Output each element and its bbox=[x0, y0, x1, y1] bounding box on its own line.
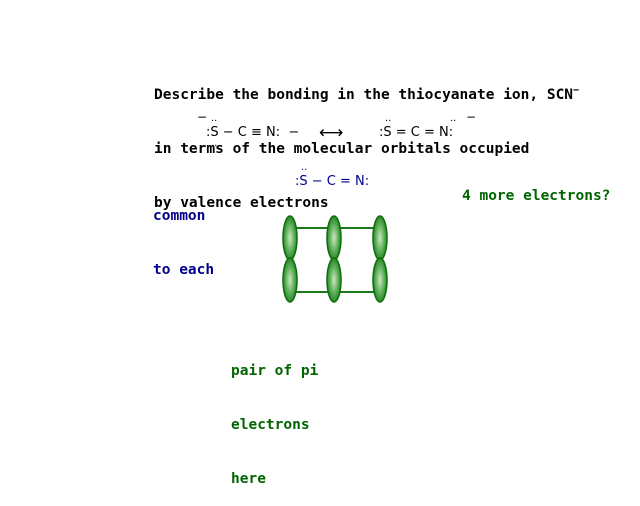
pi-electrons-label: pair of pi electrons here bbox=[231, 326, 318, 506]
structure-a-formula: :S − C ≡ N: − bbox=[206, 125, 300, 140]
structure-a-lone-pair-top: .. bbox=[211, 113, 218, 124]
structure-a-lone-pair-bottom: .. bbox=[211, 138, 218, 149]
structure-b-lone-pair-n: .. bbox=[450, 113, 457, 124]
resonance-arrow: ⟷ bbox=[319, 123, 344, 143]
structure-b-lone-pair-s: .. bbox=[385, 113, 392, 124]
orbital-lobe-n-bottom bbox=[372, 257, 388, 303]
pi-label-line-2: electrons bbox=[231, 417, 310, 433]
common-structure-lone-pair: .. bbox=[301, 162, 308, 173]
pi-label-line-3: here bbox=[231, 471, 266, 487]
orbital-lobe-n-top bbox=[372, 215, 388, 261]
common-structure-formula: :S − C = N: bbox=[295, 174, 370, 189]
orbital-lobe-s-bottom bbox=[282, 257, 298, 303]
structure-b-right-charge: − bbox=[466, 110, 477, 124]
structure-b-formula: :S = C = N: bbox=[379, 125, 454, 140]
question-line-2: in terms of the molecular orbitals occup… bbox=[154, 140, 530, 157]
question-line-3: by valence electrons bbox=[154, 194, 329, 211]
more-electrons-label: 4 more electrons? bbox=[462, 188, 611, 204]
question-line-1: Describe the bonding in the thiocyanate … bbox=[154, 82, 579, 104]
question-charge: − bbox=[573, 85, 580, 96]
question-line-1-text: Describe the bonding in the thiocyanate … bbox=[154, 86, 574, 103]
pi-orbital-diagram bbox=[282, 215, 388, 303]
orbital-lobe-c-bottom bbox=[326, 257, 342, 303]
common-label-line-1: common bbox=[153, 208, 206, 224]
structure-a-left-charge: − bbox=[197, 110, 208, 124]
orbital-lobe-c-top bbox=[326, 215, 342, 261]
orbital-lobe-s-top bbox=[282, 215, 298, 261]
question-text: Describe the bonding in the thiocyanate … bbox=[154, 46, 579, 230]
pi-label-line-1: pair of pi bbox=[231, 363, 319, 379]
common-label: common to each bbox=[153, 171, 214, 297]
common-label-line-2: to each bbox=[153, 262, 215, 278]
